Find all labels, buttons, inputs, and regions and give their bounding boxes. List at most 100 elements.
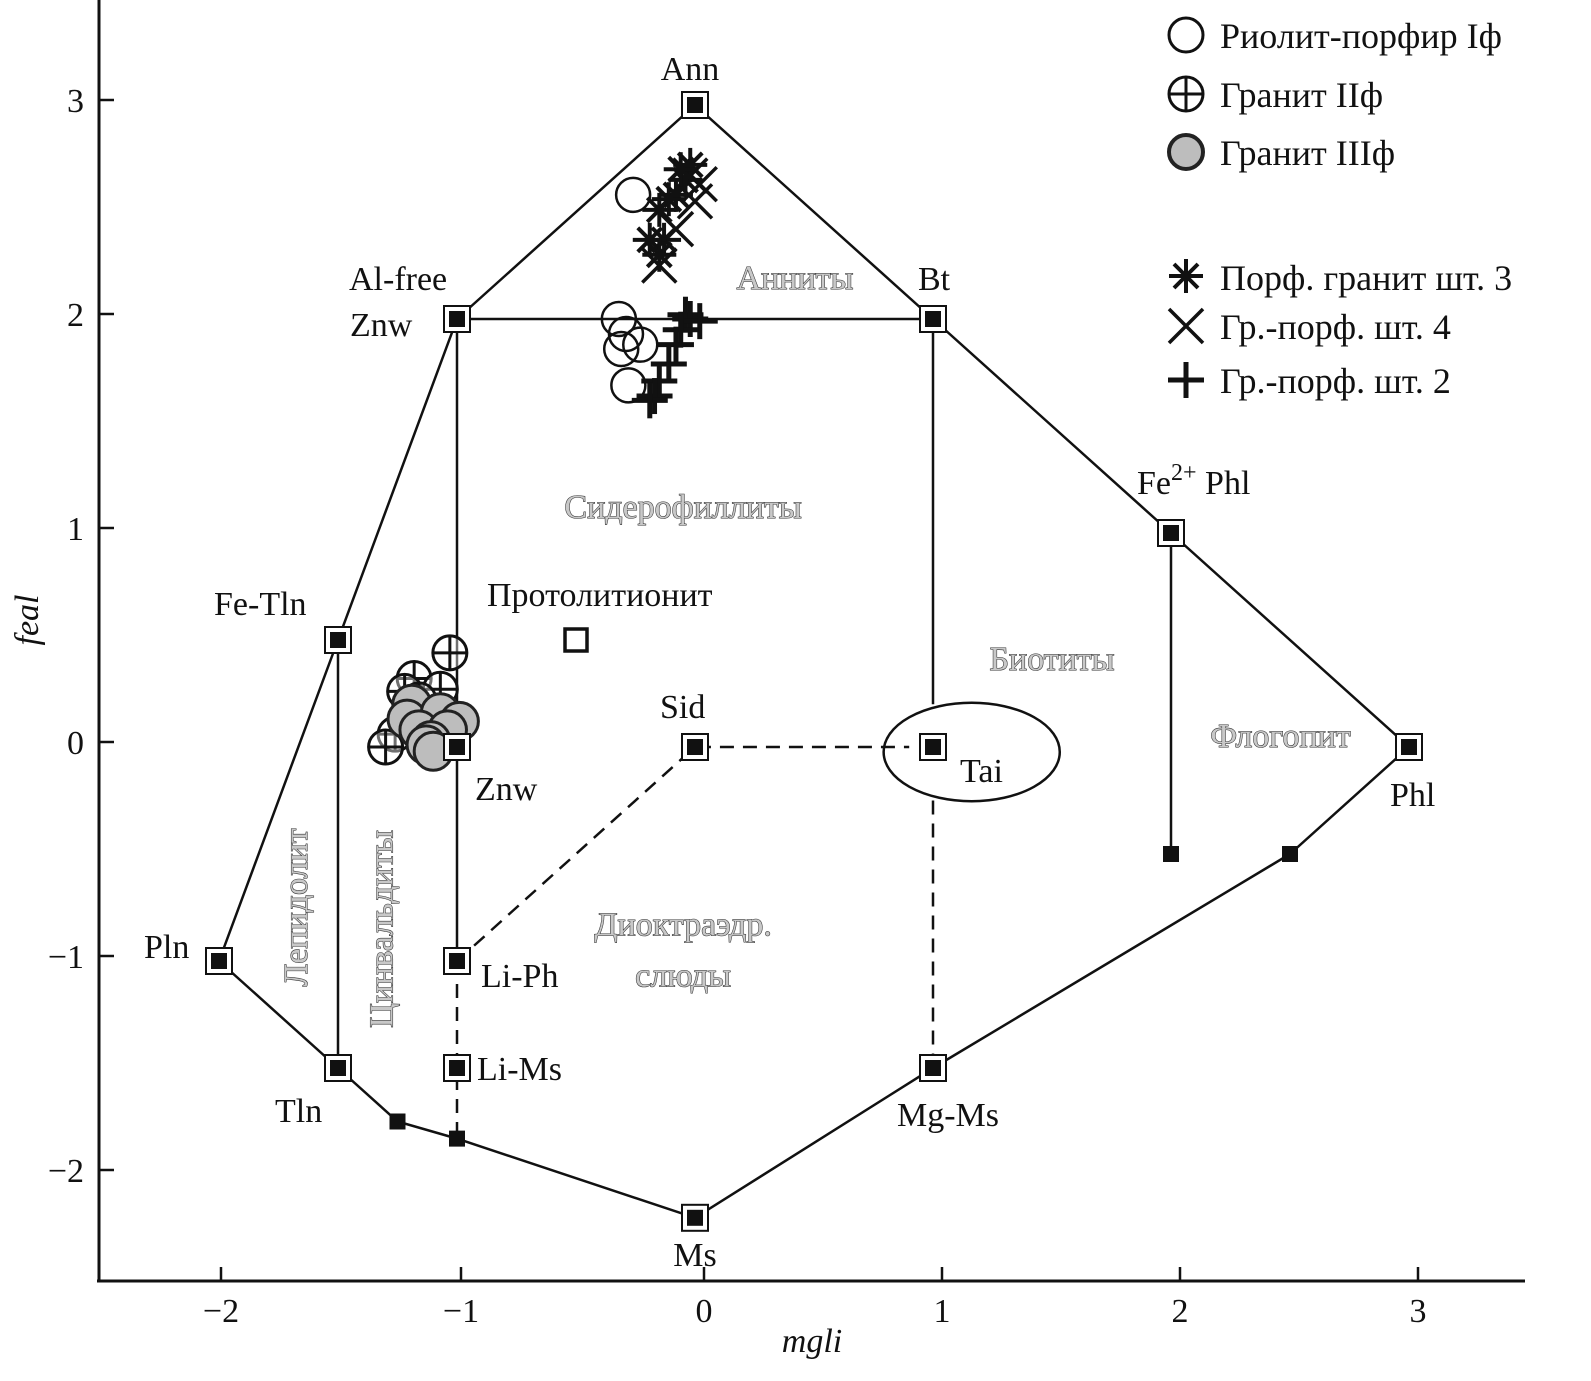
label-fe2-phl: Fe2+ Phl <box>1137 460 1250 502</box>
data-point <box>662 311 699 348</box>
label-bt: Bt <box>918 261 951 298</box>
y-tick-label: 1 <box>67 511 84 548</box>
x-tick-label: −2 <box>203 1293 239 1330</box>
boundary-line <box>217 103 1411 1220</box>
dashed-boundary-line <box>456 745 910 962</box>
region-label: Диоктраэдр. <box>594 906 771 943</box>
label-mg-ms: Mg-Ms <box>897 1097 999 1134</box>
open-circle-marker <box>622 326 659 363</box>
x-tick-label: −1 <box>443 1293 479 1330</box>
asterisk-d2 <box>655 185 683 213</box>
asterisk-d2 <box>645 241 673 269</box>
x-tick-label: 3 <box>1410 1293 1427 1330</box>
node-square <box>925 1060 941 1076</box>
x-d2 <box>1167 307 1205 345</box>
legend-item-porph-granite-3: Порф. гранит шт. 3 <box>1169 258 1512 298</box>
x-tick-label: 2 <box>1172 1293 1189 1330</box>
node-square <box>687 97 703 113</box>
legend-item-rhyolite: Риолит-порфир Iф <box>1167 16 1502 56</box>
node-square <box>449 311 465 327</box>
node-square <box>687 1209 703 1226</box>
node-square <box>925 311 941 327</box>
region-labels: АннитыСидерофиллитыБиотитыФлогопитДиоктр… <box>278 259 1352 1028</box>
legend-label: Гранит IIIф <box>1220 133 1395 173</box>
end-member-nodes <box>205 91 1423 1232</box>
data-point <box>657 326 694 363</box>
label-tln: Tln <box>275 1093 322 1130</box>
region-label: Флогопит <box>1210 718 1351 755</box>
data-point <box>431 634 469 672</box>
label-ms: Ms <box>673 1237 716 1274</box>
label-pln: Pln <box>144 929 189 966</box>
data-point <box>636 378 673 415</box>
label-li-ph: Li-Ph <box>481 958 558 995</box>
gray-circle-icon <box>1167 133 1205 171</box>
data-point <box>614 176 652 214</box>
asterisk-icon <box>1169 259 1203 293</box>
data-point <box>663 152 698 187</box>
label-tai: Tai <box>960 753 1003 790</box>
asterisk-d2 <box>667 155 695 183</box>
legend-item-granite-3: Гранит IIIф <box>1167 133 1395 173</box>
data-point <box>367 728 405 766</box>
node-square <box>449 953 465 969</box>
intermediate-node <box>1282 846 1298 862</box>
data-point <box>622 326 659 363</box>
open-circle-marker <box>602 330 640 368</box>
tai-field-ellipse <box>882 701 1062 803</box>
data-point <box>651 182 686 217</box>
x-tick-label: 1 <box>934 1293 951 1330</box>
label-li-ms: Li-Ms <box>477 1051 562 1088</box>
intermediate-node <box>1163 846 1179 862</box>
label-al-free-znw: Znw <box>350 307 413 344</box>
open-circle-marker <box>607 315 645 353</box>
open-circle-icon <box>1167 16 1205 54</box>
node-square <box>1401 739 1417 755</box>
legend-item-granite-2: Гранит IIф <box>1167 75 1383 115</box>
asterisk-d2 <box>636 226 664 254</box>
y-tick-label: 3 <box>67 83 84 120</box>
y-tick-label: 0 <box>67 725 84 762</box>
region-label: Цинвальдиты <box>364 830 401 1028</box>
label-znw: Znw <box>475 771 538 808</box>
legend-item-gr-porph-2: Гр.-порф. шт. 2 <box>1168 361 1451 401</box>
label-phl: Phl <box>1390 777 1435 814</box>
field-boundaries <box>217 103 1411 1220</box>
node-square <box>1163 525 1179 541</box>
x-d2 <box>676 183 714 220</box>
region-label: Сидерофиллиты <box>564 489 801 526</box>
node-square <box>449 739 465 755</box>
data-point <box>642 237 677 272</box>
data-point <box>641 363 678 400</box>
x-icon <box>1167 307 1205 345</box>
node-square <box>687 739 703 755</box>
asterisk-d2 <box>1172 262 1200 290</box>
region-label: слюды <box>635 958 731 995</box>
protolithionite-node <box>563 627 589 653</box>
intermediate-node <box>389 1113 406 1130</box>
intermediate-node <box>449 1130 465 1147</box>
node-square <box>330 632 346 648</box>
legend: Риолит-порфир Iф Гранит IIф Гранит IIIф … <box>1167 16 1512 401</box>
legend-item-gr-porph-4: Гр.-порф. шт. 4 <box>1167 307 1451 347</box>
label-sid: Sid <box>660 689 705 726</box>
legend-label: Порф. гранит шт. 3 <box>1220 258 1512 298</box>
plus-icon <box>1168 362 1204 398</box>
end-member-labels: Ann Al-free Znw Bt Fe2+ Phl Phl Fe-Tln Z… <box>144 51 1435 1274</box>
legend-label: Риолит-порфир Iф <box>1220 16 1502 56</box>
node-frame <box>443 305 471 333</box>
legend-plus-marker <box>1168 362 1204 398</box>
label-al-free: Al-free <box>349 261 447 298</box>
legend-label: Гр.-порф. шт. 2 <box>1220 361 1451 401</box>
node-square <box>925 739 941 755</box>
node-square <box>449 1060 465 1076</box>
data-point <box>602 330 640 368</box>
label-ann: Ann <box>661 51 720 88</box>
node-square <box>211 953 227 969</box>
data-point <box>607 315 645 353</box>
region-label: Анниты <box>737 260 854 297</box>
